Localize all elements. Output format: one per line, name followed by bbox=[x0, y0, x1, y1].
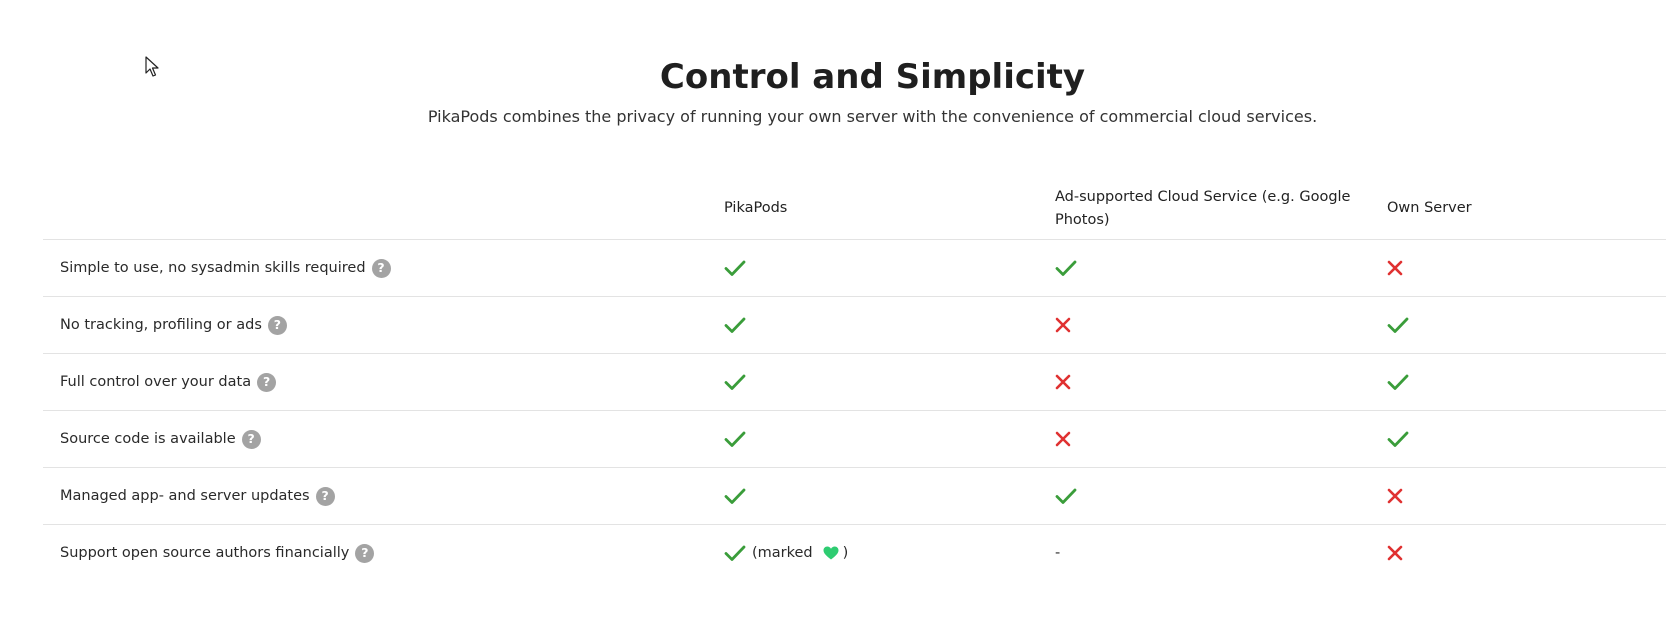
cross-icon bbox=[1055, 317, 1071, 333]
row-label-cell: Simple to use, no sysadmin skills requir… bbox=[60, 240, 680, 296]
question-icon[interactable]: ? bbox=[355, 543, 375, 563]
row-label: Simple to use, no sysadmin skills requir… bbox=[60, 260, 366, 276]
cell-own-server bbox=[1387, 297, 1637, 353]
cell-own-server bbox=[1387, 354, 1637, 410]
check-icon bbox=[1387, 316, 1409, 334]
check-icon bbox=[1387, 430, 1409, 448]
mouse-cursor-icon bbox=[145, 56, 159, 77]
table-row: No tracking, profiling or ads? bbox=[43, 297, 1666, 354]
cell-pikapods bbox=[724, 240, 1024, 296]
table-row: Support open source authors financially?… bbox=[43, 525, 1666, 581]
check-icon bbox=[724, 373, 746, 391]
table-row: Source code is available? bbox=[43, 411, 1666, 468]
cell-own-server bbox=[1387, 240, 1637, 296]
table-body: Simple to use, no sysadmin skills requir… bbox=[43, 240, 1666, 581]
question-icon[interactable]: ? bbox=[315, 486, 335, 506]
row-label: No tracking, profiling or ads bbox=[60, 317, 262, 333]
cell-ad-supported-cloud bbox=[1055, 240, 1355, 296]
cell-pikapods bbox=[724, 297, 1024, 353]
row-label: Support open source authors financially bbox=[60, 545, 350, 561]
cross-icon bbox=[1387, 545, 1403, 561]
support-note: (marked) bbox=[752, 545, 848, 561]
column-header-pikapods: PikaPods bbox=[724, 200, 788, 216]
check-icon bbox=[724, 430, 746, 448]
row-label: Source code is available bbox=[60, 431, 236, 447]
check-icon bbox=[724, 316, 746, 334]
cell-own-server bbox=[1387, 468, 1637, 524]
row-label-cell: Managed app- and server updates? bbox=[60, 468, 680, 524]
check-icon bbox=[724, 487, 746, 505]
row-label: Full control over your data bbox=[60, 374, 252, 390]
question-icon[interactable]: ? bbox=[371, 258, 391, 278]
table-row: Full control over your data? bbox=[43, 354, 1666, 411]
support-note-open: (marked bbox=[752, 545, 813, 561]
heart-icon bbox=[823, 546, 839, 560]
row-label-cell: Support open source authors financially? bbox=[60, 525, 680, 581]
question-icon[interactable]: ? bbox=[257, 372, 277, 392]
cell-ad-supported-cloud bbox=[1055, 411, 1355, 467]
table-row: Simple to use, no sysadmin skills requir… bbox=[43, 240, 1666, 297]
question-icon[interactable]: ? bbox=[267, 315, 287, 335]
table-row: Managed app- and server updates? bbox=[43, 468, 1666, 525]
cell-pikapods bbox=[724, 411, 1024, 467]
column-header-ad-supported-cloud: Ad-supported Cloud Service (e.g. Google … bbox=[1055, 188, 1351, 228]
check-icon bbox=[724, 259, 746, 277]
support-note-close: ) bbox=[842, 545, 849, 561]
cross-icon bbox=[1387, 260, 1403, 276]
section-title: Control and Simplicity bbox=[659, 57, 1086, 97]
not-applicable-dash: - bbox=[1055, 545, 1061, 561]
cross-icon bbox=[1055, 374, 1071, 390]
comparison-table: PikaPods Ad-supported Cloud Service (e.g… bbox=[43, 178, 1666, 581]
cross-icon bbox=[1387, 488, 1403, 504]
check-icon bbox=[724, 544, 746, 562]
column-header-own-server: Own Server bbox=[1387, 200, 1472, 216]
cell-pikapods bbox=[724, 468, 1024, 524]
check-icon bbox=[1055, 259, 1077, 277]
cell-own-server bbox=[1387, 525, 1637, 581]
cell-pikapods: (marked) bbox=[724, 525, 1024, 581]
cell-pikapods bbox=[724, 354, 1024, 410]
check-icon bbox=[1387, 373, 1409, 391]
row-label-cell: Full control over your data? bbox=[60, 354, 680, 410]
cell-ad-supported-cloud bbox=[1055, 354, 1355, 410]
section-subtitle: PikaPods combines the privacy of running… bbox=[427, 107, 1318, 126]
row-label-cell: No tracking, profiling or ads? bbox=[60, 297, 680, 353]
row-label-cell: Source code is available? bbox=[60, 411, 680, 467]
question-icon[interactable]: ? bbox=[241, 429, 261, 449]
table-header: PikaPods Ad-supported Cloud Service (e.g… bbox=[43, 178, 1666, 240]
cross-icon bbox=[1055, 431, 1071, 447]
cell-ad-supported-cloud: - bbox=[1055, 525, 1355, 581]
cell-own-server bbox=[1387, 411, 1637, 467]
check-icon bbox=[1055, 487, 1077, 505]
cell-ad-supported-cloud bbox=[1055, 297, 1355, 353]
row-label: Managed app- and server updates bbox=[60, 488, 310, 504]
cell-ad-supported-cloud bbox=[1055, 468, 1355, 524]
